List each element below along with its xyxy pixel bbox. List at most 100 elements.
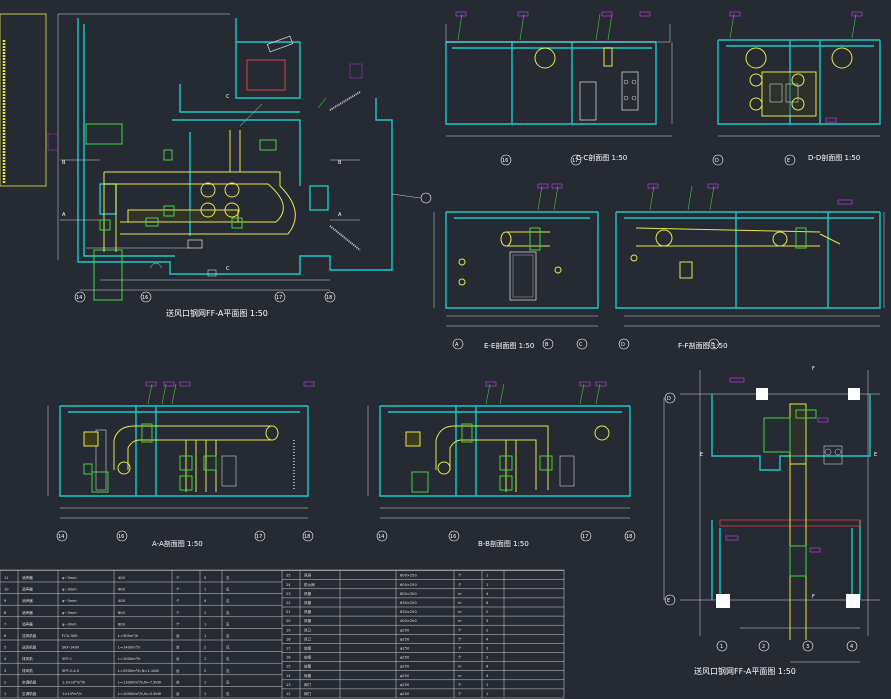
table-cell: φ~3mm	[62, 576, 77, 580]
table-cell: 4	[486, 674, 489, 678]
table-cell: 个	[458, 691, 462, 696]
section-d-view: D E D-D剖面图 1:50	[712, 11, 881, 166]
table-cell: φ250	[400, 656, 410, 660]
section-b-view: 14 16 17 18 B-B剖面图 1:50	[367, 381, 636, 548]
table-cell: L=2500m³/h,N=1.1kW	[118, 669, 159, 673]
table-cell: 见	[226, 588, 230, 592]
caption-sec-b: B-B剖面图 1:50	[478, 539, 529, 548]
table-cell: 6	[486, 665, 489, 669]
table-cell: 见	[226, 599, 230, 603]
axis-bubble-r-1	[716, 640, 728, 652]
table-cell: 台	[176, 691, 180, 696]
table-cell: 软接	[304, 655, 312, 660]
table-cell: L=13000m³/h,N=7.5kW	[118, 680, 162, 684]
section-mark-a-left: A	[62, 212, 66, 218]
axis-label-b-16: 16	[450, 534, 456, 540]
table-cell: 1	[204, 622, 206, 626]
section-mark-b-left: B	[62, 160, 66, 166]
caption-sec-e: E-E剖面图 1:50	[484, 341, 534, 350]
table-cell: 13	[286, 683, 291, 687]
table-cell: m	[458, 619, 462, 623]
table-cell: 4	[486, 592, 489, 596]
table-cell: 1×10⁴m³/h	[62, 692, 82, 696]
table-cell: 9	[4, 599, 7, 603]
section-mark-f-top: F	[812, 366, 815, 372]
table-cell: 台	[176, 656, 180, 661]
section-mark-e-left: E	[700, 452, 703, 458]
table-cell: φ250	[400, 665, 410, 669]
table-cell: 16	[286, 656, 291, 660]
axis-label-b-14: 14	[378, 534, 384, 540]
table-cell: 2	[204, 669, 206, 673]
table-cell: 见	[226, 692, 230, 696]
section-f-view: D E F-F剖面图 1:50	[615, 183, 885, 350]
table-cell: 个	[176, 621, 180, 626]
table-cell: 3	[486, 619, 488, 623]
table-cell: 12	[286, 692, 291, 696]
axis-bubble-r-e	[664, 594, 676, 606]
table-cell: 800	[118, 611, 126, 615]
plan-right-view: F F E E D E 1 2 3 4 送风口钢网FF-A平面图 1:50	[663, 366, 880, 676]
table-cell: 1	[486, 574, 488, 578]
table-cell: m	[458, 665, 462, 669]
table-cell: φ250	[400, 692, 410, 696]
table-cell: 1	[486, 683, 488, 687]
table-cell: 个	[176, 587, 180, 592]
table-cell: 2	[486, 628, 488, 632]
table-cell: 风口	[304, 628, 312, 632]
table-cell: 个	[176, 598, 180, 603]
table-cell: 18	[286, 637, 291, 641]
table-cell: 消声器	[22, 575, 33, 580]
table-cell: φ~3mm	[62, 599, 77, 603]
table-cell: 台	[176, 679, 180, 684]
table-cell: 3	[4, 669, 6, 673]
axis-label-d-e: E	[787, 158, 790, 164]
section-c-view: 16 17 C-C剖面图 1:50	[445, 11, 673, 166]
axis-label-r-2: 2	[762, 644, 765, 650]
axis-label-c-16: 16	[502, 158, 508, 164]
table-cell: 630×250	[400, 610, 417, 614]
table-cell: L=1400m³/h	[118, 646, 141, 650]
table-cell: 2	[204, 646, 206, 650]
table-cell: 14	[286, 674, 291, 678]
table-cell: 见	[226, 669, 230, 673]
table-cell: SFP-1	[62, 657, 72, 661]
table-cell: 1	[486, 583, 488, 587]
table-cell: SFP-2-4.5	[62, 669, 79, 673]
axis-label-d-d: D	[715, 158, 719, 164]
axis-bubble-r-d	[664, 392, 676, 404]
table-cell: 400	[118, 576, 126, 580]
axis-label-17: 17	[276, 295, 282, 301]
table-cell: 600×250	[400, 574, 417, 578]
table-cell: 软管	[304, 664, 312, 669]
table-cell: 6	[486, 601, 489, 605]
section-mark-e-right: E	[874, 452, 877, 458]
table-cell: 见	[226, 646, 230, 650]
axis-label-r-4: 4	[850, 644, 853, 650]
axis-bubble-f-e	[708, 338, 720, 350]
table-cell: m	[458, 592, 462, 596]
section-mark-c-top: C	[226, 94, 230, 100]
table-cell: 台	[176, 645, 180, 650]
table-cell: 2	[4, 680, 6, 684]
table-cell: 风管	[304, 600, 312, 605]
plan-top-view: A A B B C C 14 16 17 18 送风口钢网FF-A平面图 1:5…	[47, 13, 432, 318]
axis-label-a-17: 17	[256, 534, 262, 540]
axis-label-r-3: 3	[806, 644, 809, 650]
table-cell: 1	[204, 588, 206, 592]
section-mark-a-right: A	[338, 212, 342, 218]
table-cell: 见	[226, 680, 230, 684]
table-cell: 8	[4, 611, 7, 615]
table-cell: 消声器	[22, 598, 33, 603]
table-cell: 见	[226, 576, 230, 580]
table-cell: 22	[286, 601, 291, 605]
axis-label-a-16: 16	[118, 534, 124, 540]
axis-bubble-r-3	[802, 640, 814, 652]
table-cell: φ250	[400, 628, 410, 632]
table-cell: 600×250	[400, 583, 417, 587]
table-cell: 排风机	[22, 656, 33, 661]
table-cell: φ~3mm	[62, 622, 77, 626]
table-cell: 11	[4, 576, 9, 580]
table-cell: L=300m³/h	[118, 634, 138, 638]
